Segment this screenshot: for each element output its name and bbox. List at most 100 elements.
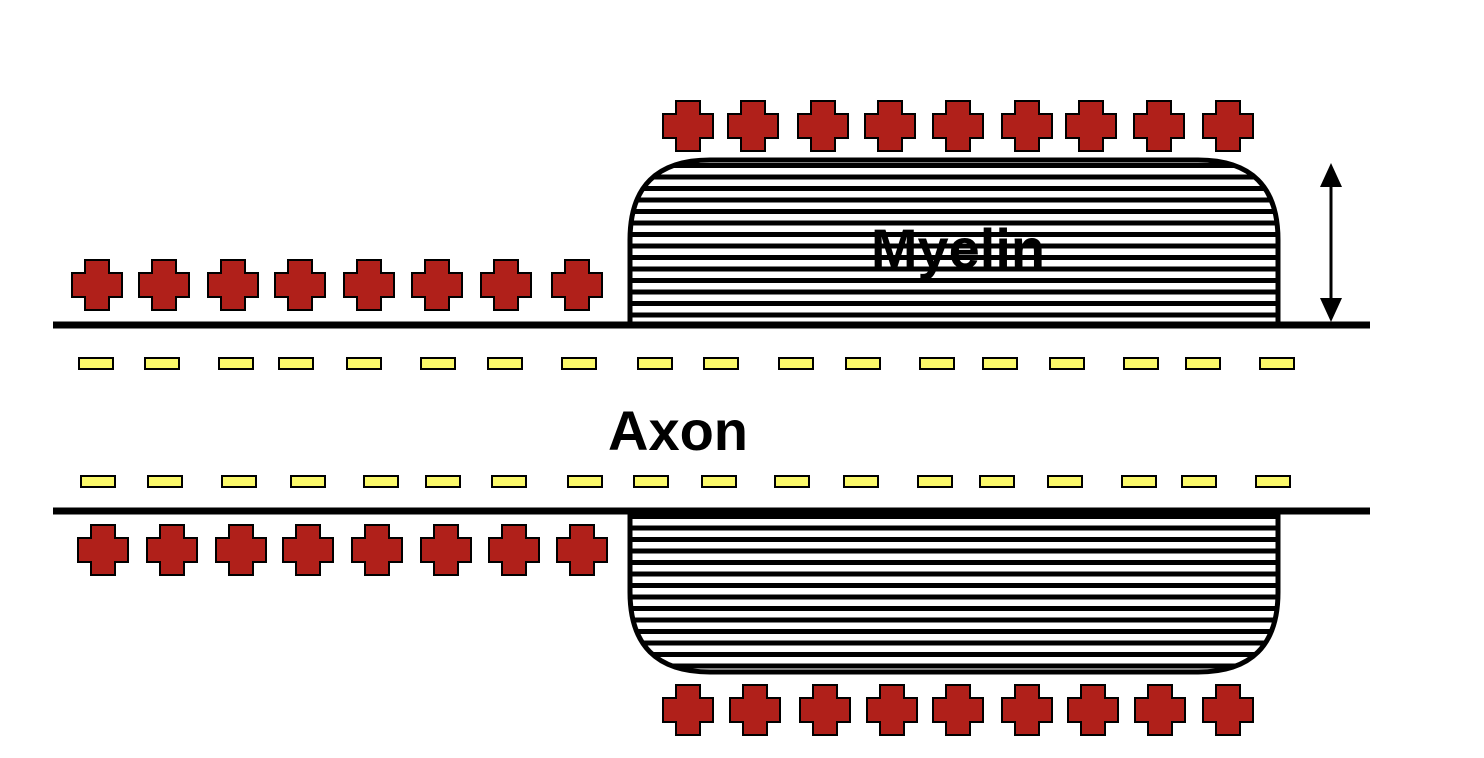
myelin-stripe — [630, 640, 1278, 646]
myelin-stripe — [630, 606, 1278, 611]
myelin-stripe — [630, 617, 1278, 623]
myelin-label: Myelin — [871, 217, 1045, 280]
minus-icon — [561, 357, 597, 370]
plus-icon — [480, 259, 532, 311]
axon-label: Axon — [608, 399, 748, 462]
minus-icon — [703, 357, 739, 370]
plus-icon — [797, 100, 849, 152]
plus-icon — [1202, 684, 1254, 736]
plus-icon — [1001, 684, 1053, 736]
minus-icon — [80, 475, 116, 488]
myelin-stripe — [630, 186, 1278, 191]
plus-icon — [556, 524, 608, 576]
myelin-stripe — [630, 232, 1278, 237]
negative-charges — [78, 357, 1295, 488]
myelin-stripe — [630, 525, 1278, 531]
minus-icon — [845, 357, 881, 370]
minus-icon — [1047, 475, 1083, 488]
minus-icon — [78, 357, 114, 370]
minus-icon — [218, 357, 254, 370]
plus-icon — [1134, 684, 1186, 736]
minus-icon — [425, 475, 461, 488]
myelin-stripe — [630, 220, 1278, 226]
myelin-stripe — [630, 629, 1278, 634]
myelin-stripe — [630, 548, 1278, 554]
minus-icon — [1255, 475, 1291, 488]
minus-icon — [346, 357, 382, 370]
minus-icon — [567, 475, 603, 488]
minus-icon — [982, 357, 1018, 370]
minus-icon — [637, 357, 673, 370]
myelin-stripe — [630, 571, 1278, 577]
plus-icon — [799, 684, 851, 736]
minus-icon — [147, 475, 183, 488]
minus-icon — [778, 357, 814, 370]
plus-icon — [343, 259, 395, 311]
plus-icon — [146, 524, 198, 576]
myelin-stripe — [630, 163, 1278, 168]
myelin-stripe — [630, 243, 1278, 249]
plus-icon — [411, 259, 463, 311]
plus-icon — [1133, 100, 1185, 152]
plus-icon — [866, 684, 918, 736]
plus-icon — [932, 100, 984, 152]
myelin-sheath-lower — [627, 514, 1281, 675]
minus-icon — [917, 475, 953, 488]
myelin-stripe — [630, 278, 1278, 283]
minus-icon — [1259, 357, 1295, 370]
myelin-stripe — [630, 301, 1278, 306]
minus-icon — [1121, 475, 1157, 488]
myelin-stripe — [630, 255, 1278, 260]
plus-icon — [662, 684, 714, 736]
plus-icon — [932, 684, 984, 736]
myelin-stripe — [630, 312, 1278, 318]
myelin-stripe — [630, 537, 1278, 542]
myelin-stripe — [630, 209, 1278, 214]
plus-icon — [77, 524, 129, 576]
myelin-stripe — [630, 594, 1278, 600]
myelin-stripe — [630, 197, 1278, 203]
myelin-stripe — [630, 266, 1278, 272]
positive-charges — [71, 100, 1254, 736]
myelin-stripe — [630, 560, 1278, 565]
minus-icon — [221, 475, 257, 488]
plus-icon — [1202, 100, 1254, 152]
minus-icon — [1049, 357, 1085, 370]
myelin-stripe — [630, 514, 1278, 519]
plus-icon — [420, 524, 472, 576]
minus-icon — [487, 357, 523, 370]
myelin-stripe — [630, 174, 1278, 180]
plus-icon — [662, 100, 714, 152]
minus-icon — [1181, 475, 1217, 488]
plus-icon — [207, 259, 259, 311]
minus-icon — [420, 357, 456, 370]
plus-icon — [1067, 684, 1119, 736]
minus-icon — [774, 475, 810, 488]
plus-icon — [1065, 100, 1117, 152]
plus-icon — [488, 524, 540, 576]
plus-icon — [215, 524, 267, 576]
plus-icon — [1001, 100, 1053, 152]
minus-icon — [843, 475, 879, 488]
plus-icon — [274, 259, 326, 311]
minus-icon — [290, 475, 326, 488]
minus-icon — [278, 357, 314, 370]
minus-icon — [979, 475, 1015, 488]
plus-icon — [864, 100, 916, 152]
minus-icon — [919, 357, 955, 370]
myelin-stripe — [630, 289, 1278, 295]
plus-icon — [282, 524, 334, 576]
minus-icon — [1123, 357, 1159, 370]
plus-icon — [71, 259, 123, 311]
minus-icon — [363, 475, 399, 488]
myelin-stripe — [630, 583, 1278, 588]
minus-icon — [491, 475, 527, 488]
myelin-stripe — [630, 663, 1278, 669]
plus-icon — [351, 524, 403, 576]
minus-icon — [633, 475, 669, 488]
double-headed-arrow-icon — [1320, 163, 1342, 322]
minus-icon — [1185, 357, 1221, 370]
plus-icon — [551, 259, 603, 311]
myelin-stripe — [630, 652, 1278, 657]
